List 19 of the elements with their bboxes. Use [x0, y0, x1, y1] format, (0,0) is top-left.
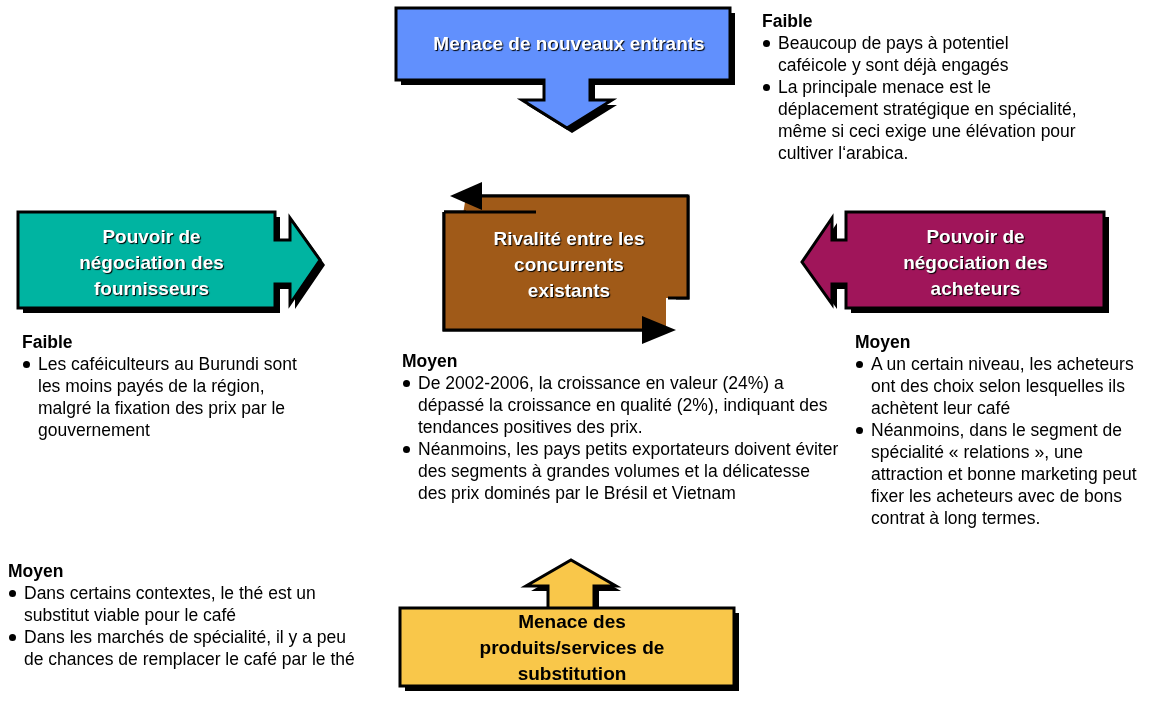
force-title: Menace de nouveaux entrants [433, 32, 705, 56]
bullet-text: La principale menace est le déplacement stratégique en spécialité, même si ceci exige une élévation pour cultiver l‘arabica. [778, 76, 1078, 164]
bullet-text: Néanmoins, les pays petits exportateurs doivent éviter des segments à grandes volumes et la délicatesse des prix dominés par le Brésil et Vietnam [418, 438, 840, 504]
bullet-text: Dans certains contextes, le thé est un substitut viable pour le café [24, 582, 317, 626]
rating-heading: Moyen [8, 560, 65, 582]
rating-heading: Faible [22, 331, 74, 353]
force-title: Menace des produits/services de substitution [478, 610, 666, 686]
bullet-text: A un certain niveau, les acheteurs ont des choix selon lesquelles ils achètent leur café [871, 353, 1135, 419]
bullet-text: Beaucoup de pays à potentiel caféicole y sont déjà engagés [778, 32, 1010, 76]
force-title: Rivalité entre les concurrents existants [492, 227, 646, 303]
rating-heading: Moyen [402, 350, 459, 372]
bullet-text: Les caféiculteurs au Burundi sont les moins payés de la région, malgré la fixation des prix par le gouvernement [38, 353, 298, 441]
bullet-text: Néanmoins, dans le segment de spécialité « relations », une attraction et bonne marketing peut fixer les acheteurs avec de bons contrat à long termes. [871, 419, 1138, 529]
force-title: Pouvoir de négociation des acheteurs [902, 225, 1049, 301]
rating-heading: Moyen [855, 331, 912, 353]
bullet-text: De 2002-2006, la croissance en valeur (24%) a dépassé la croissance en qualité (2%), indiquant des tendances positives des prix. [418, 372, 829, 438]
rating-heading: Faible [762, 10, 814, 32]
bullet-text: Dans les marchés de spécialité, il y a peu de chances de remplacer le café par le thé [24, 626, 356, 670]
force-title: Pouvoir de négociation des fournisseurs [78, 225, 225, 301]
